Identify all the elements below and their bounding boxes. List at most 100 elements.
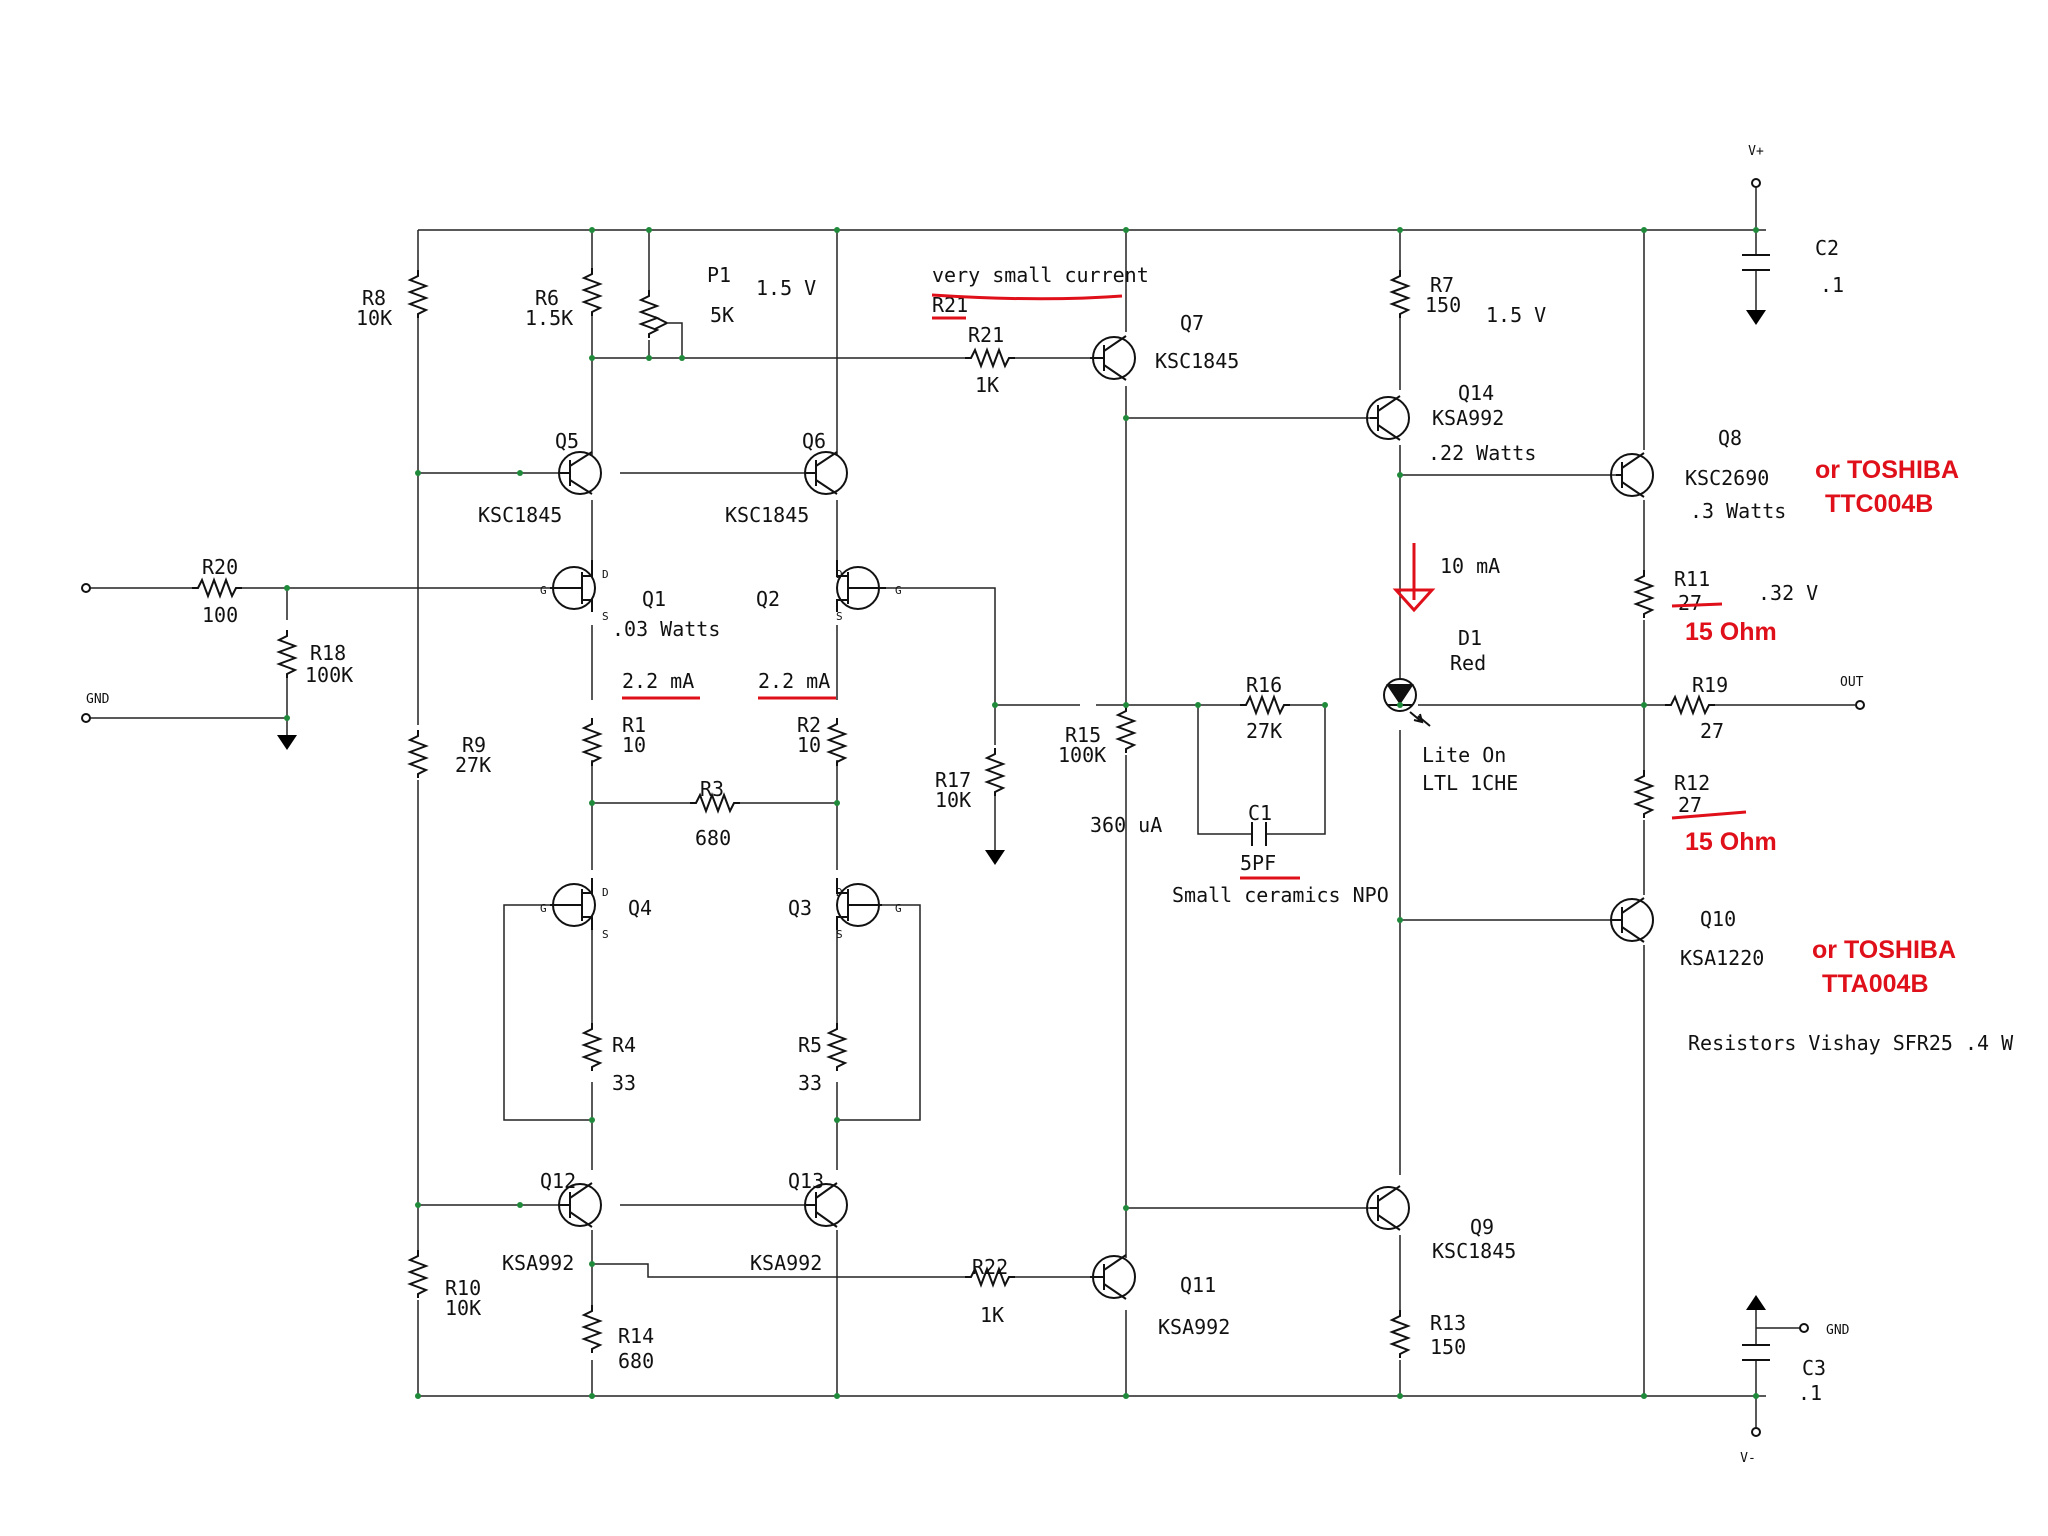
q1-name: Q1 (642, 587, 666, 611)
gnd-label-left: GND (86, 692, 110, 707)
r10-name: R10 (445, 1276, 481, 1300)
q8-part: KSC2690 (1685, 466, 1769, 490)
q9-part: KSC1845 (1432, 1239, 1516, 1263)
capacitor-labels: C2 .1 C1 5PF Small ceramics NPO C3 .1 (1172, 236, 1844, 1405)
r18-name: R18 (310, 641, 346, 665)
red-underlines (622, 293, 1747, 880)
q1-pin-g: G (540, 584, 547, 597)
r4-value: 33 (612, 1071, 636, 1095)
r12-new-value: 15 Ohm (1685, 828, 1777, 856)
r14-value: 680 (618, 1349, 654, 1373)
q9-name: Q9 (1470, 1215, 1494, 1239)
r11-name: R11 (1674, 567, 1710, 591)
gnd-label-right: GND (1826, 1323, 1850, 1338)
q7-name: Q7 (1180, 311, 1204, 335)
bjt-symbols (558, 335, 1654, 1300)
q11-part: KSA992 (1158, 1315, 1230, 1339)
r16-value: 27K (1246, 719, 1282, 743)
q8-alt-line1: or TOSHIBA (1815, 456, 1959, 484)
c3-name: C3 (1802, 1356, 1826, 1380)
q7-symbol (1090, 335, 1136, 381)
q10-part: KSA1220 (1680, 946, 1764, 970)
q4-symbol (550, 878, 596, 930)
r18-value: 100K (305, 663, 353, 687)
q1-symbol (550, 560, 596, 612)
q6-name: Q6 (802, 429, 826, 453)
q11-symbol (1090, 1254, 1136, 1300)
r15-current: 360 uA (1090, 813, 1162, 837)
q13-name: Q13 (788, 1169, 824, 1193)
p1-voltage: 1.5 V (756, 276, 816, 300)
out-label: OUT (1840, 675, 1864, 690)
q4-pin-g: G (540, 902, 547, 915)
r11-voltage: .32 V (1758, 581, 1818, 605)
terminals (81, 178, 1865, 1437)
r14-name: R14 (618, 1324, 654, 1348)
r12-value: 27 (1678, 793, 1702, 817)
r6-value: 1.5K (525, 306, 573, 330)
q5-part: KSC1845 (478, 503, 562, 527)
r15-name: R15 (1065, 723, 1101, 747)
r7-voltage: 1.5 V (1486, 303, 1546, 327)
q3-pin-d: D (836, 886, 843, 899)
r22-value: 1K (980, 1303, 1004, 1327)
r7-name: R7 (1430, 273, 1454, 297)
q14-power: .22 Watts (1428, 441, 1536, 465)
r4-name: R4 (612, 1033, 636, 1057)
r20-name: R20 (202, 555, 238, 579)
r9-name: R9 (462, 733, 486, 757)
junction-dots (284, 227, 1759, 1399)
q3-name: Q3 (788, 896, 812, 920)
r8-value: 10K (356, 306, 392, 330)
c3-value: .1 (1798, 1381, 1822, 1405)
q4-pin-s: S (602, 928, 609, 941)
r3-value: 680 (695, 826, 731, 850)
c1-note: Small ceramics NPO (1172, 883, 1389, 907)
r9-value: 27K (455, 753, 491, 777)
supply-labels: V+ V- GND GND OUT (86, 144, 1864, 1466)
c2-name: C2 (1815, 236, 1839, 260)
wires (85, 183, 1855, 1432)
r17-value: 10K (935, 788, 971, 812)
q12-symbol (558, 1182, 602, 1228)
q13-part: KSA992 (750, 1251, 822, 1275)
q9-symbol (1366, 1185, 1410, 1231)
r19-value: 27 (1700, 719, 1724, 743)
d1-current: 10 mA (1440, 554, 1500, 578)
jfet-symbols (550, 560, 886, 930)
d1-name: D1 (1458, 626, 1482, 650)
r20-value: 100 (202, 603, 238, 627)
d1-color: Red (1450, 651, 1486, 675)
ground-symbols (277, 310, 1766, 1310)
r17-name: R17 (935, 768, 971, 792)
r11-new-value: 15 Ohm (1685, 618, 1777, 646)
r21-name: R21 (968, 323, 1004, 347)
r3-name: R3 (700, 777, 724, 801)
q2-symbol (836, 560, 886, 612)
q10-symbol (1610, 897, 1654, 943)
resistor-labels: R8 10K R6 1.5K P1 5K R21 1K R7 150 R20 1… (202, 263, 1728, 1373)
p1-name: P1 (707, 263, 731, 287)
c1-name: C1 (1248, 801, 1272, 825)
r19-name: R19 (1692, 673, 1728, 697)
r1-name: R1 (622, 713, 646, 737)
d1-part: LTL 1CHE (1422, 771, 1518, 795)
q2-pin-d: D (836, 568, 843, 581)
r11-value: 27 (1678, 591, 1702, 615)
q10-alt-line2: TTA004B (1822, 970, 1929, 998)
q6-part: KSC1845 (725, 503, 809, 527)
r22-name: R22 (972, 1255, 1008, 1279)
r2-value: 10 (797, 733, 821, 757)
diode-labels: D1 Red Lite On LTL 1CHE (1422, 626, 1518, 795)
q5-symbol (558, 451, 602, 495)
q6-symbol (804, 451, 848, 495)
q1-current: 2.2 mA (622, 669, 694, 693)
vminus-label: V- (1740, 1451, 1756, 1466)
resistors-note: Resistors Vishay SFR25 .4 W (1688, 1031, 2014, 1055)
r15-value: 100K (1058, 743, 1106, 767)
q2-current: 2.2 mA (758, 669, 830, 693)
q13-symbol (804, 1182, 848, 1228)
q1-pin-d: D (602, 568, 609, 581)
r21-value: 1K (975, 373, 999, 397)
